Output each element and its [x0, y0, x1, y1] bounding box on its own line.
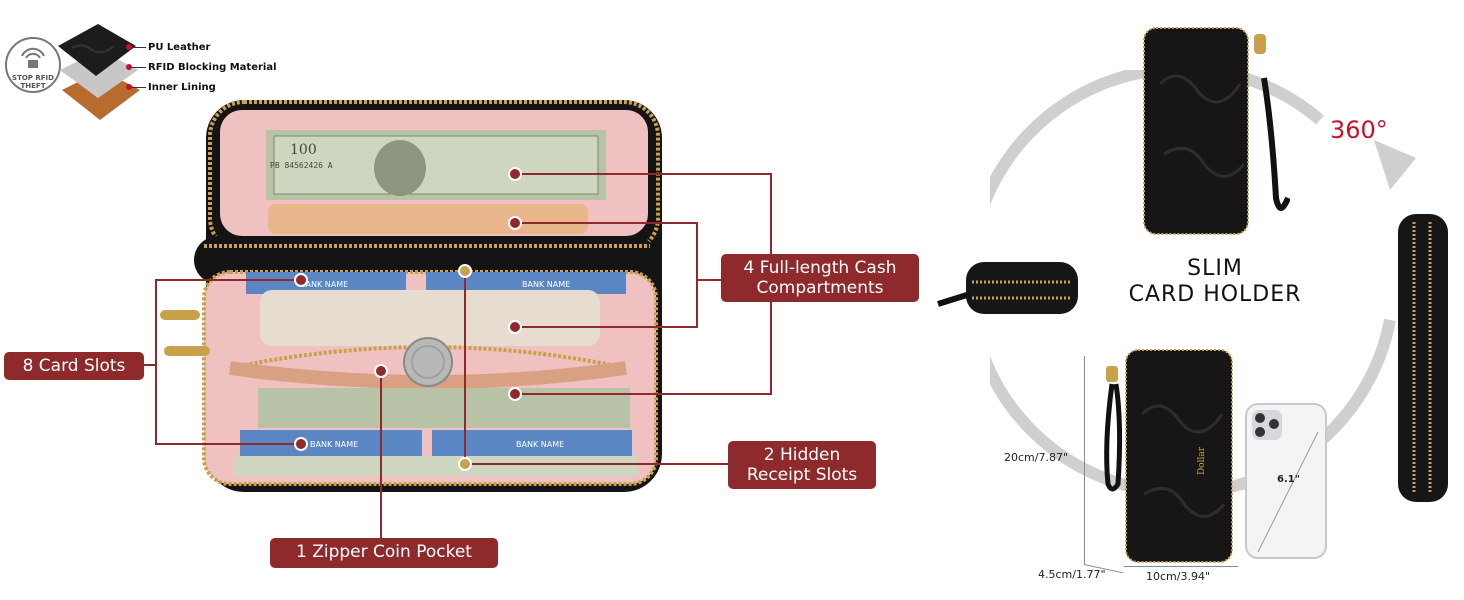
layer-label-rfid: RFID Blocking Material: [148, 62, 277, 73]
cash-pin-4: [508, 387, 522, 401]
depth-dimension: 4.5cm/1.77": [1038, 568, 1106, 581]
wallet-front-view: [1140, 24, 1291, 236]
card-bank-name-1: BANK NAME: [300, 280, 348, 289]
wallet-dimension-view: Dollar: [1096, 344, 1242, 570]
coin-pocket-label: 1 Zipper Coin Pocket: [296, 542, 472, 562]
receipt-slots-callout: 2 Hidden Receipt Slots: [728, 441, 876, 489]
height-dimension: 20cm/7.87": [1004, 451, 1069, 464]
card-pin-1: [294, 273, 308, 287]
layer-dot-rfid: [126, 64, 132, 70]
phone-for-scale: [1244, 402, 1328, 560]
card-slots-callout: 8 Card Slots: [4, 352, 144, 380]
cash-pin-1: [508, 167, 522, 181]
rotation-arrow-icon: [1374, 140, 1416, 190]
receipt-pin-2: [458, 457, 472, 471]
product-title-line1: SLIM: [1187, 256, 1243, 281]
phone-size-label: 6.1": [1277, 474, 1300, 485]
layer-dot-lining: [126, 84, 132, 90]
coin-pin: [374, 364, 388, 378]
card-slots-label: 8 Card Slots: [22, 356, 126, 376]
cash-callout-line2: Compartments: [756, 278, 884, 298]
cash-pin-3: [508, 320, 522, 334]
layer-label-pu: PU Leather: [148, 42, 211, 53]
cash-compartments-callout: 4 Full-length Cash Compartments: [721, 254, 919, 302]
card-bank-name-4: BANK NAME: [516, 440, 564, 449]
receipt-pin-1: [458, 264, 472, 278]
product-title-line2: CARD HOLDER: [1128, 282, 1302, 307]
material-layers-illustration: [52, 20, 142, 124]
coin-pocket-callout: 1 Zipper Coin Pocket: [270, 538, 498, 568]
wallet-side-view-right: [1396, 210, 1450, 506]
bill-value-top: 100: [290, 142, 317, 158]
rfid-badge-line1: STOP RFID: [12, 74, 54, 82]
layer-dot-pu: [126, 44, 132, 50]
cash-callout-line1: 4 Full-length Cash: [743, 258, 897, 278]
open-wallet-illustration: 100 PB 84562426 A BANK NAME BANK NAME BA…: [150, 96, 670, 506]
rfid-badge-line2: THEFT: [20, 82, 46, 90]
rfid-badge-icon: [5, 37, 61, 93]
rfid-badge: STOP RFID THEFT: [4, 34, 62, 96]
rotation-label: 360°: [1330, 116, 1388, 144]
card-pin-2: [294, 437, 308, 451]
receipt-callout-line1: 2 Hidden: [763, 445, 841, 465]
wallet-brand-logo: Dollar: [1197, 446, 1208, 476]
receipt-callout-line2: Receipt Slots: [746, 465, 858, 485]
layer-label-lining: Inner Lining: [148, 82, 216, 93]
card-bank-name-2: BANK NAME: [522, 280, 570, 289]
width-dimension: 10cm/3.94": [1146, 570, 1211, 583]
card-bank-name-3: BANK NAME: [310, 440, 358, 449]
bill-serial: PB 84562426 A: [270, 161, 333, 170]
wallet-side-view-left: [936, 258, 1082, 318]
cash-pin-2: [508, 216, 522, 230]
